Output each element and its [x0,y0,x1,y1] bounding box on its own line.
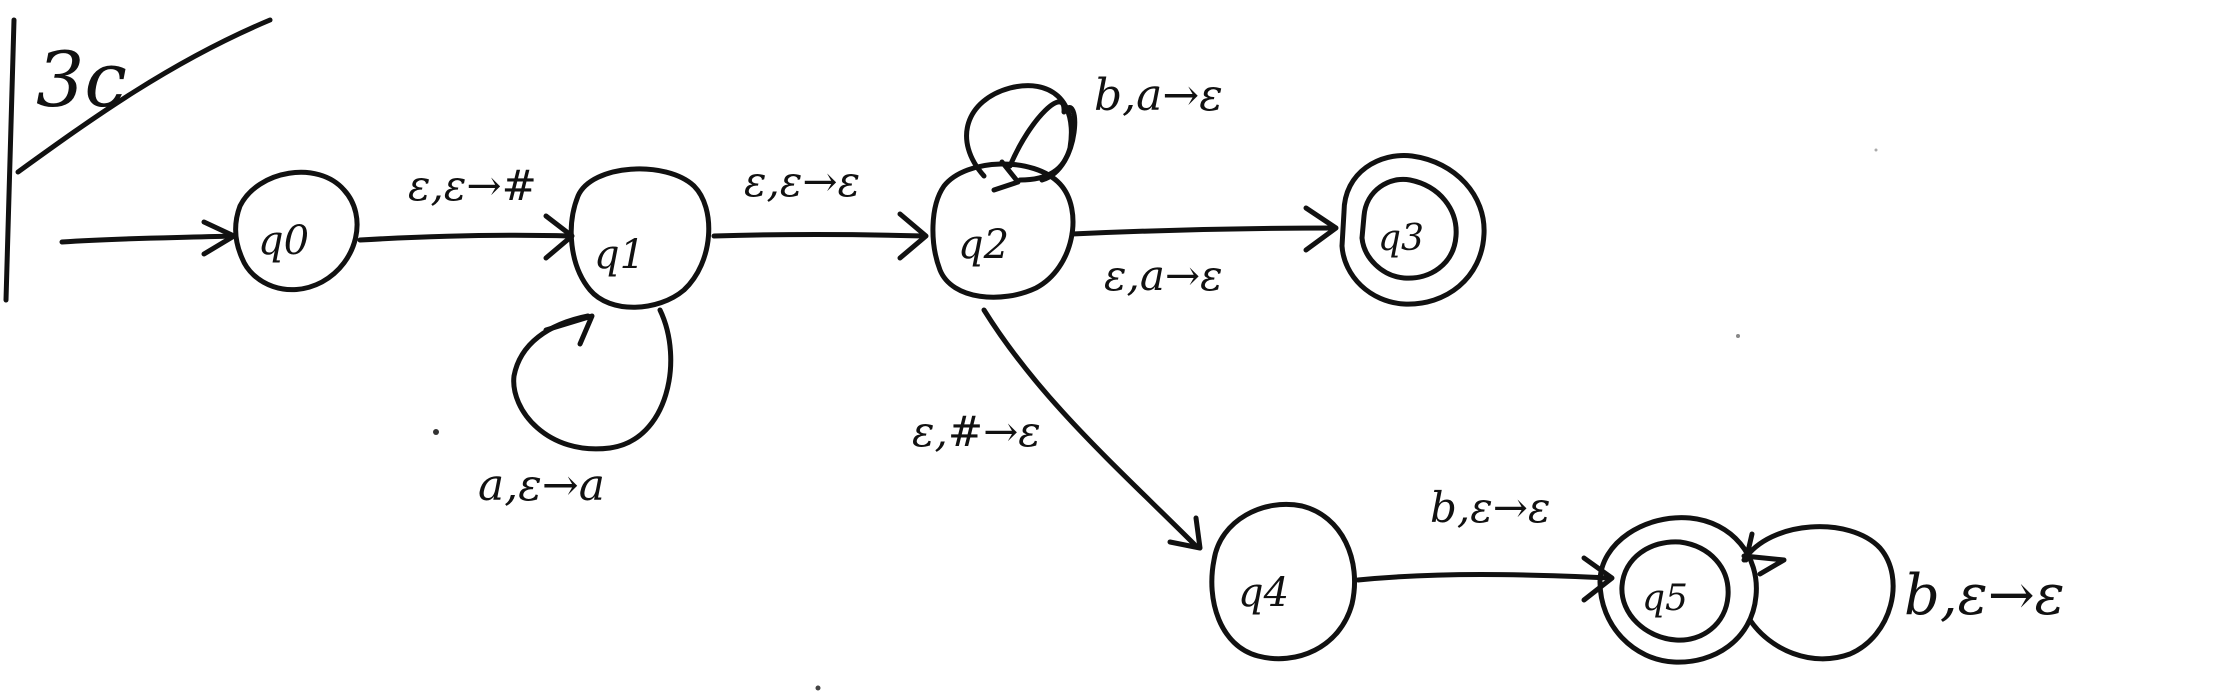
edge-label-q2-q2: b,a→ε [1094,70,1223,121]
edge-q1-q1: a,ε→a [478,307,674,511]
edge-q2-q4: ε,#→ε [912,307,1203,551]
edge-q2-q2: b,a→ε [964,70,1223,193]
state-label-q5: q5 [1642,578,1688,619]
edge-q5-q5: b,ε→ε [1741,524,2065,662]
problem-label-slash [15,17,273,175]
edge-label-q2-q4: ε,#→ε [912,407,1041,456]
edge-q1-q2: ε,ε→ε [711,157,929,261]
left-margin-line [3,17,17,303]
problem-label: 3c [36,35,127,124]
edge-label-q0-q1: ε,ε→# [408,161,537,210]
problem-label-group: 3c [3,17,273,303]
state-q0: q0 [233,169,360,293]
state-label-q0: q0 [258,218,309,264]
edge-q2-q3: ε,a→ε [1069,205,1339,300]
state-q1: q1 [568,166,712,310]
edge-q4-q5: b,ε→ε [1355,483,1615,603]
start-arrow [59,219,237,257]
paper-specks [433,148,1878,691]
state-label-q3: q3 [1378,218,1424,259]
state-label-q4: q4 [1238,570,1289,616]
edge-label-q1-q1: a,ε→a [478,460,605,511]
state-label-q1: q1 [594,232,645,278]
edge-label-q2-q3: ε,a→ε [1104,251,1223,300]
edge-q0-q1: ε,ε→# [357,161,575,261]
edge-label-q4-q5: b,ε→ε [1430,483,1551,532]
state-q5: q5 [1597,515,1759,665]
edge-label-q5-q5: b,ε→ε [1904,563,2065,628]
edge-label-q1-q2: ε,ε→ε [744,157,860,206]
state-q2: q2 [930,161,1076,300]
state-label-q2: q2 [958,222,1009,268]
state-q4: q4 [1209,501,1358,662]
state-q3: q3 [1339,153,1487,307]
